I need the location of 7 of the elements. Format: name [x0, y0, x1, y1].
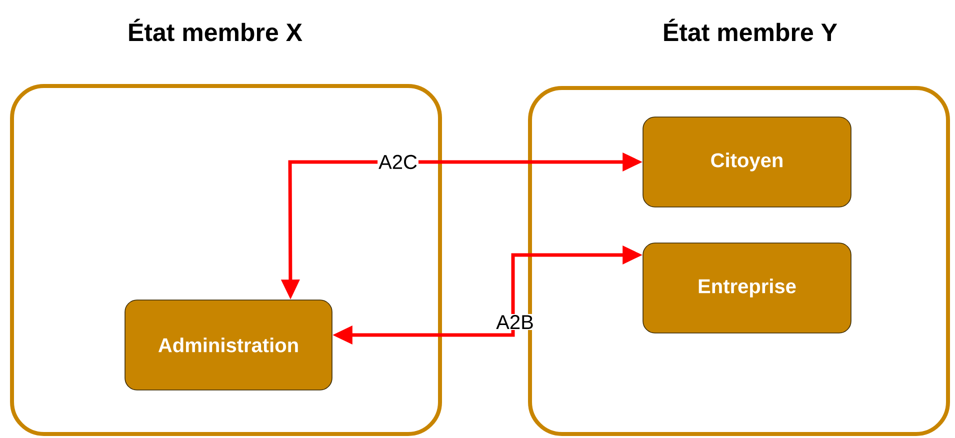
node-label: État membre X — [129, 18, 302, 42]
node-label: État membre Y — [664, 18, 838, 42]
entity-box: Entreprise — [642, 242, 852, 334]
entity-box: Citoyen — [642, 116, 852, 208]
edge-label: A2B — [495, 314, 535, 330]
entity-box: Administration — [124, 300, 332, 390]
edge-label: A2C — [378, 154, 418, 170]
